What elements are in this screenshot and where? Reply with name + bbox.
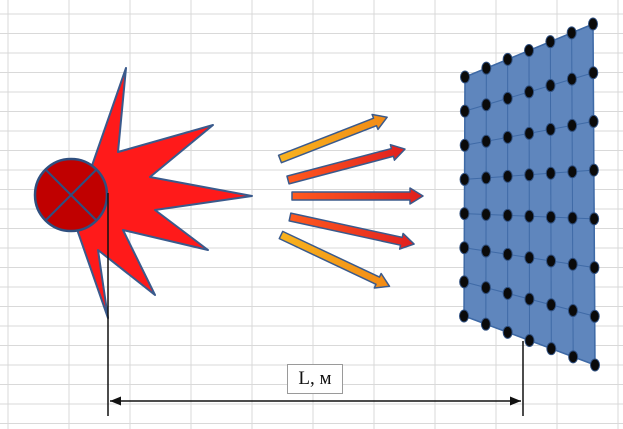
screen-grid-line — [528, 50, 530, 341]
detector-dot — [502, 325, 513, 339]
detector-dot — [546, 254, 557, 268]
detector-dot — [459, 104, 470, 118]
detector-dot — [567, 165, 578, 179]
dimension-arrowhead — [510, 396, 521, 406]
detector-dot — [481, 207, 492, 221]
detector-dot — [502, 169, 513, 183]
detector-dot — [589, 261, 600, 275]
detector-dot — [567, 211, 578, 225]
detector-dot — [568, 350, 579, 364]
lamp-cross-line — [45, 169, 97, 221]
detector-dot — [481, 98, 492, 112]
distance-label: L, м — [287, 364, 343, 394]
detector-dots — [459, 17, 600, 372]
detector-dot — [524, 44, 534, 57]
dimension-arrowhead — [110, 396, 121, 406]
detector-dot — [567, 304, 578, 318]
detector-dot — [566, 72, 577, 86]
detector-dot — [567, 257, 578, 271]
detector-dot — [524, 168, 535, 182]
detector-dot — [502, 52, 513, 66]
detector-dot — [524, 292, 535, 306]
detector-dot — [459, 241, 470, 255]
detector-dot — [588, 66, 599, 80]
screen-grid-line — [549, 41, 552, 349]
detector-dot — [481, 61, 492, 75]
detector-dot — [588, 163, 599, 177]
screen-grid-line — [592, 23, 596, 366]
detector-dot — [545, 210, 556, 224]
detector-dot — [545, 122, 556, 136]
detector-dot — [502, 286, 513, 300]
radiation-arrow-icon — [291, 187, 424, 205]
detector-dot — [588, 17, 598, 31]
detector-dot — [459, 309, 469, 323]
detector-dot — [502, 247, 513, 261]
light-burst-icon — [64, 67, 253, 319]
detector-dot — [524, 85, 535, 99]
detector-dot — [502, 208, 513, 222]
radiation-arrow-icon — [286, 143, 406, 185]
detector-dot — [589, 212, 600, 226]
detector-screen-icon — [459, 17, 600, 372]
detector-dot — [524, 209, 535, 223]
detector-dot — [545, 79, 556, 93]
detector-dot — [566, 26, 577, 40]
detector-dot — [546, 298, 557, 312]
detector-dot — [480, 244, 491, 258]
detector-dot — [545, 35, 556, 49]
detector-dot — [524, 126, 535, 140]
radiation-arrows — [277, 113, 424, 289]
detector-dot — [480, 317, 491, 331]
detector-dot — [481, 134, 492, 148]
detector-dot — [459, 207, 470, 221]
detector-dot — [589, 309, 600, 323]
detector-dot — [502, 130, 513, 144]
detector-dot — [460, 70, 470, 84]
radiation-arrow-icon — [278, 230, 391, 289]
detector-dot — [459, 275, 470, 289]
distance-dimension — [107, 193, 524, 416]
detector-dot — [588, 114, 599, 128]
screen-grid-line — [571, 32, 574, 357]
detector-dot — [546, 342, 557, 356]
light-source — [33, 67, 253, 319]
detector-dot — [590, 358, 600, 372]
detector-dot — [480, 281, 491, 295]
radiation-arrow-icon — [288, 212, 415, 250]
detector-dot — [524, 251, 535, 265]
detector-dot — [459, 138, 470, 152]
radiation-arrow-icon — [277, 113, 388, 164]
detector-dot — [502, 91, 513, 105]
detector-dot — [524, 334, 535, 347]
detector-dot — [481, 171, 492, 185]
detector-dot — [567, 118, 578, 132]
detector-dot — [545, 166, 556, 180]
detector-dot — [459, 172, 470, 186]
